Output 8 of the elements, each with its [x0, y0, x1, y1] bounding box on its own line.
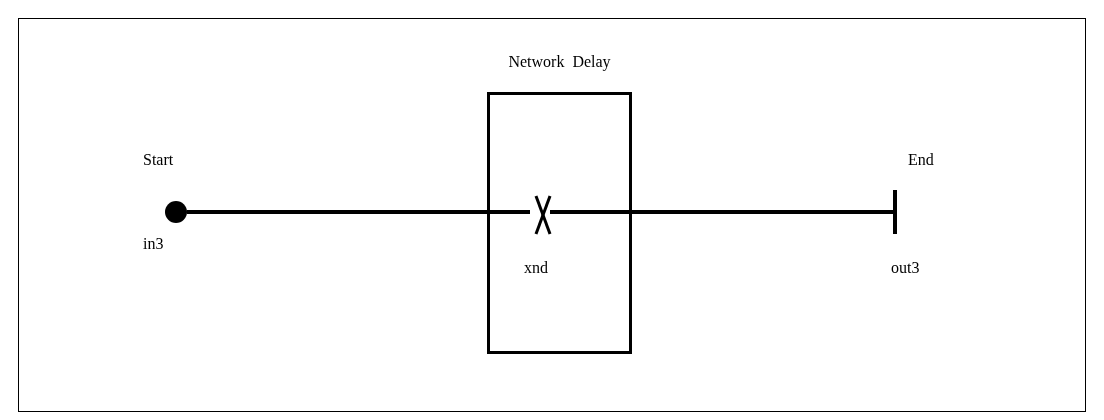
node-label: Start [143, 150, 174, 170]
node-label: xnd [524, 258, 548, 278]
connector-line [187, 210, 530, 214]
connector-line [550, 210, 893, 214]
node-label: out3 [891, 258, 920, 278]
box-title: Network Delay [508, 52, 611, 72]
node-label: in3 [143, 234, 164, 254]
node-label: End [908, 150, 934, 170]
